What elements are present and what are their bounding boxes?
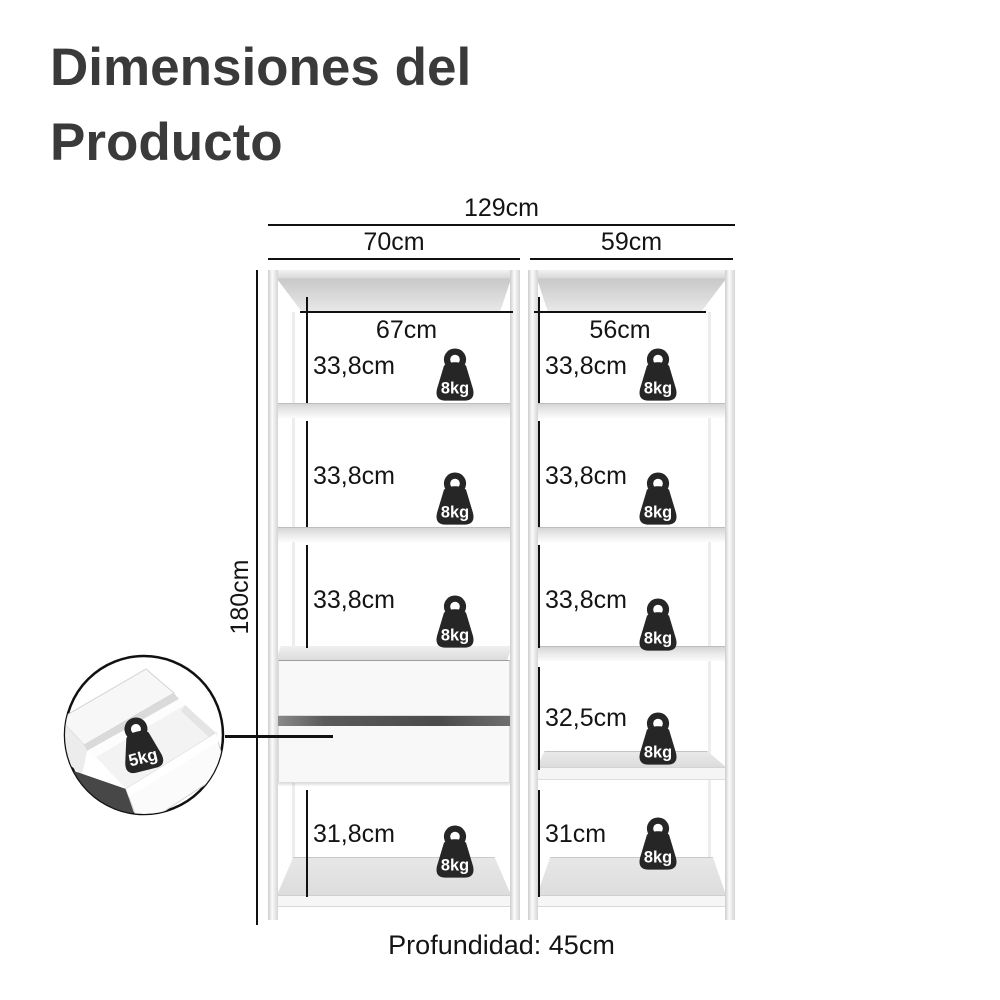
section-height-label: 31,8cm (313, 820, 395, 848)
right-column (528, 270, 735, 920)
section-height-line (538, 421, 540, 527)
weight-icon: 8kg (639, 712, 677, 765)
weight-icon: 8kg (639, 598, 677, 651)
right-column-top-bevel (537, 279, 726, 312)
shelf (277, 527, 511, 542)
right-column-top-panel (528, 270, 735, 279)
side-post (268, 270, 278, 920)
section-height-line (538, 790, 540, 897)
total-width-line (268, 224, 735, 226)
section-height-label: 33,8cm (313, 352, 395, 380)
left-column-top-bevel (277, 279, 511, 312)
section-height-label: 33,8cm (545, 352, 627, 380)
side-post (725, 270, 735, 920)
weight-icon: 8kg (436, 472, 474, 525)
total-width-label: 129cm (463, 194, 540, 222)
weight-icon: 8kg (436, 595, 474, 648)
section-height-line (306, 297, 308, 403)
weight-label: 8kg (441, 626, 469, 644)
weight-label: 8kg (441, 503, 469, 521)
weight-label: 8kg (644, 379, 672, 397)
height-line (256, 270, 258, 925)
section-height-label: 33,8cm (545, 586, 627, 614)
section-height-line (538, 297, 540, 403)
left-column-top-panel (268, 270, 520, 279)
shelf-surface (537, 751, 726, 767)
section-height-label: 33,8cm (545, 462, 627, 490)
weight-icon: 8kg (639, 348, 677, 401)
left-column-interior (277, 278, 511, 906)
weight-icon: 8kg (436, 825, 474, 878)
side-post (528, 270, 538, 920)
weight-label: 8kg (441, 379, 469, 397)
left-inner-width-line (300, 311, 513, 313)
back-post-edge (292, 312, 295, 894)
shelf (277, 403, 511, 418)
weight-label: 8kg (644, 743, 672, 761)
back-post-edge (708, 312, 711, 894)
left-column (268, 270, 520, 920)
section-height-label: 33,8cm (313, 462, 395, 490)
left-width-line (268, 258, 520, 260)
bottom-shelf-front (537, 895, 726, 907)
weight-icon: 8kg (436, 348, 474, 401)
left-inner-width-label: 67cm (375, 316, 438, 344)
drawer-upper (278, 660, 510, 716)
section-height-line (538, 667, 540, 770)
depth-label: Profundidad: 45cm (388, 930, 615, 960)
weight-label: 8kg (644, 503, 672, 521)
side-post (510, 270, 520, 920)
bottom-shelf-front (277, 895, 511, 907)
detail-pointer-line (225, 735, 333, 738)
right-inner-width-line (534, 311, 706, 313)
right-column-interior (537, 278, 726, 906)
section-height-line (538, 545, 540, 648)
weight-label: 8kg (441, 856, 469, 874)
weight-label: 8kg (644, 848, 672, 866)
weight-icon: 8kg (639, 472, 677, 525)
section-height-label: 32,5cm (545, 704, 627, 732)
drawer-unit-top (276, 646, 512, 660)
left-width-label: 70cm (363, 228, 425, 256)
drawer-detail-bubble: 5kg (63, 654, 225, 816)
shelf (537, 403, 726, 418)
weight-icon: 5kg (124, 717, 164, 774)
right-inner-width-label: 56cm (589, 316, 651, 344)
weight-icon: 8kg (639, 817, 677, 870)
section-height-line (306, 790, 308, 897)
shelf (537, 527, 726, 542)
right-width-label: 59cm (600, 228, 663, 256)
shelf (537, 646, 726, 661)
section-height-label: 31cm (545, 820, 607, 848)
section-height-line (306, 545, 308, 648)
weight-label: 8kg (644, 629, 672, 647)
right-width-line (530, 258, 733, 260)
section-height-label: 33,8cm (313, 586, 395, 614)
bottom-shelf-surface (537, 857, 726, 895)
section-height-line (306, 421, 308, 527)
page-title: Dimensiones del Producto (50, 38, 472, 173)
shelf-front (537, 767, 726, 780)
drawer-open-gap (278, 716, 510, 726)
